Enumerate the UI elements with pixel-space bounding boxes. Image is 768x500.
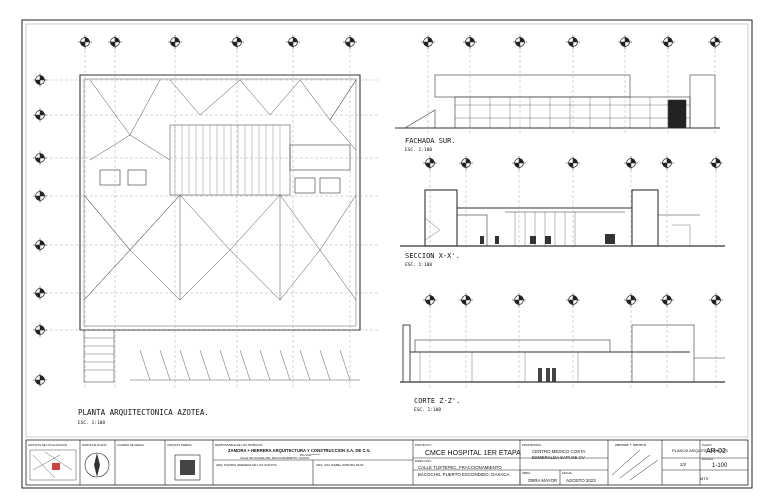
scale-label: ESCALA:	[702, 457, 714, 461]
owner-label: PROPIETARIO:	[522, 443, 542, 447]
roof-plan-grid	[40, 40, 380, 390]
facade-dark-panel	[667, 99, 687, 129]
axis-marker-fill	[568, 158, 578, 168]
section-zz-drawing	[400, 324, 725, 383]
work-type: OBRA MAYOR	[528, 478, 557, 483]
plan-type: PLANOS ARQUITECTONICOS	[672, 448, 728, 453]
firm-name: ZAMORA + HERRERA ARQUITECTURA Y CONSTRUC…	[228, 448, 370, 453]
axis-marker-fill	[711, 295, 721, 305]
facade-scale: ESC. 1:100	[405, 147, 432, 153]
architect-2: ARQ. ANA ISABEL ZAMORA SILVA	[316, 463, 364, 467]
section-xx-scale: ESC. 1:100	[405, 262, 432, 268]
responsible-label: RESPONSABLE DE LOS TRABAJOS	[215, 443, 262, 447]
section-xx-grid	[429, 170, 717, 250]
areas-label: CUADRO DE AREAS	[117, 443, 144, 447]
sheet-number: 2/2	[680, 462, 687, 467]
axis-marker-fill	[662, 158, 672, 168]
plan-code: AR-02	[706, 448, 726, 455]
address-label: DIRECCION:	[415, 459, 432, 463]
roof-plan-title: PLANTA ARQUITECTONICA AZOTEA.	[78, 408, 209, 417]
axis-marker-fill	[170, 37, 180, 47]
sheet-border	[21, 19, 753, 489]
axis-marker-fill	[626, 158, 636, 168]
project-name: CMCE HOSPITAL 1ER ETAPA	[425, 450, 521, 457]
date-value: AGOSTO 2023	[566, 478, 596, 483]
axis-marker-fill	[35, 375, 45, 385]
axis-marker-fill	[461, 295, 471, 305]
axis-marker-fill	[515, 37, 525, 47]
axis-marker-fill	[711, 158, 721, 168]
axis-marker-fill	[35, 288, 45, 298]
axis-marker-fill	[663, 37, 673, 47]
facade-grid	[427, 45, 716, 135]
axis-marker-fill	[35, 325, 45, 335]
axis-marker-fill	[425, 158, 435, 168]
axis-marker-fill	[288, 37, 298, 47]
section-zz-grid	[429, 305, 717, 390]
axis-marker-fill	[425, 295, 435, 305]
location-lot-marker	[52, 463, 60, 470]
owner-line-2: ESMERALDA SAPI DE CV	[532, 455, 585, 460]
axis-marker-fill	[620, 37, 630, 47]
location-label: CROQUIS DE LOCALIZACION	[28, 443, 67, 447]
section-zz-scale: ESC. 1:100	[414, 407, 441, 413]
address-line-2: BACOCHO, PUERTO ESCONDIDO, OAXACA.	[418, 472, 511, 477]
date-label: FECHA:	[562, 471, 572, 475]
axis-marker-fill	[35, 240, 45, 250]
axis-marker-fill	[35, 153, 45, 163]
axis-marker-fill	[35, 110, 45, 120]
firm-address: CALLE RIO GUADALUPE, FRACCIONAMIENTO, OA…	[240, 456, 310, 460]
address-line-1: CALLE TUXTEPEC, FRACCIONAMIENTO	[418, 465, 502, 470]
project-label: PROYECTO:	[415, 443, 432, 447]
title-block	[25, 439, 749, 486]
axis-marker-fill	[568, 37, 578, 47]
title-block-text: CROQUIS DE LOCALIZACION NORTE DE PLANO C…	[28, 442, 728, 483]
roof-plan-scale: ESC. 1:100	[78, 420, 105, 426]
axis-marker-fill	[514, 158, 524, 168]
section-xx-drawing	[400, 189, 725, 247]
drawing-frame	[25, 23, 749, 438]
owner-line-1: CENTRO MEDICO COSTA	[532, 449, 585, 454]
axis-marker-fill	[345, 37, 355, 47]
architect-1: ARQ. RAMIRO HERRERA DE LOS SANTOS	[216, 463, 276, 467]
north-label: NORTE DE PLANO	[82, 443, 107, 447]
sheet-label: PLANO:	[702, 443, 712, 447]
axis-marker-fill	[568, 295, 578, 305]
axis-marker-fill	[626, 295, 636, 305]
axis-marker-fill	[423, 37, 433, 47]
firm-sub: RFC ZHA*********	[300, 453, 320, 457]
grid-axis-markers	[33, 35, 723, 387]
axis-marker-fill	[465, 37, 475, 47]
scale-value: 1-100	[712, 463, 728, 469]
section-xx-title: SECCION X-X'.	[405, 252, 460, 260]
key-label: CROQUIS PREDIO	[167, 443, 192, 447]
section-zz-title: CORTE Z-Z'.	[414, 397, 460, 405]
drawing-labels: PLANTA ARQUITECTONICA AZOTEA. ESC. 1:100…	[78, 137, 460, 426]
units-label: MTS	[700, 476, 709, 481]
work-label: OBRA:	[522, 471, 531, 475]
south-facade-drawing	[395, 74, 720, 129]
axis-marker-fill	[461, 158, 471, 168]
axis-marker-fill	[662, 295, 672, 305]
facade-title: FACHADA SUR.	[405, 137, 456, 145]
axis-marker-fill	[514, 295, 524, 305]
axis-marker-fill	[35, 75, 45, 85]
axis-marker-fill	[110, 37, 120, 47]
axis-marker-fill	[80, 37, 90, 47]
roof-plan-drawing	[79, 74, 361, 383]
firm-logo-text: zamora + herrera	[615, 442, 647, 447]
axis-marker-fill	[710, 37, 720, 47]
axis-marker-fill	[232, 37, 242, 47]
axis-marker-fill	[35, 191, 45, 201]
